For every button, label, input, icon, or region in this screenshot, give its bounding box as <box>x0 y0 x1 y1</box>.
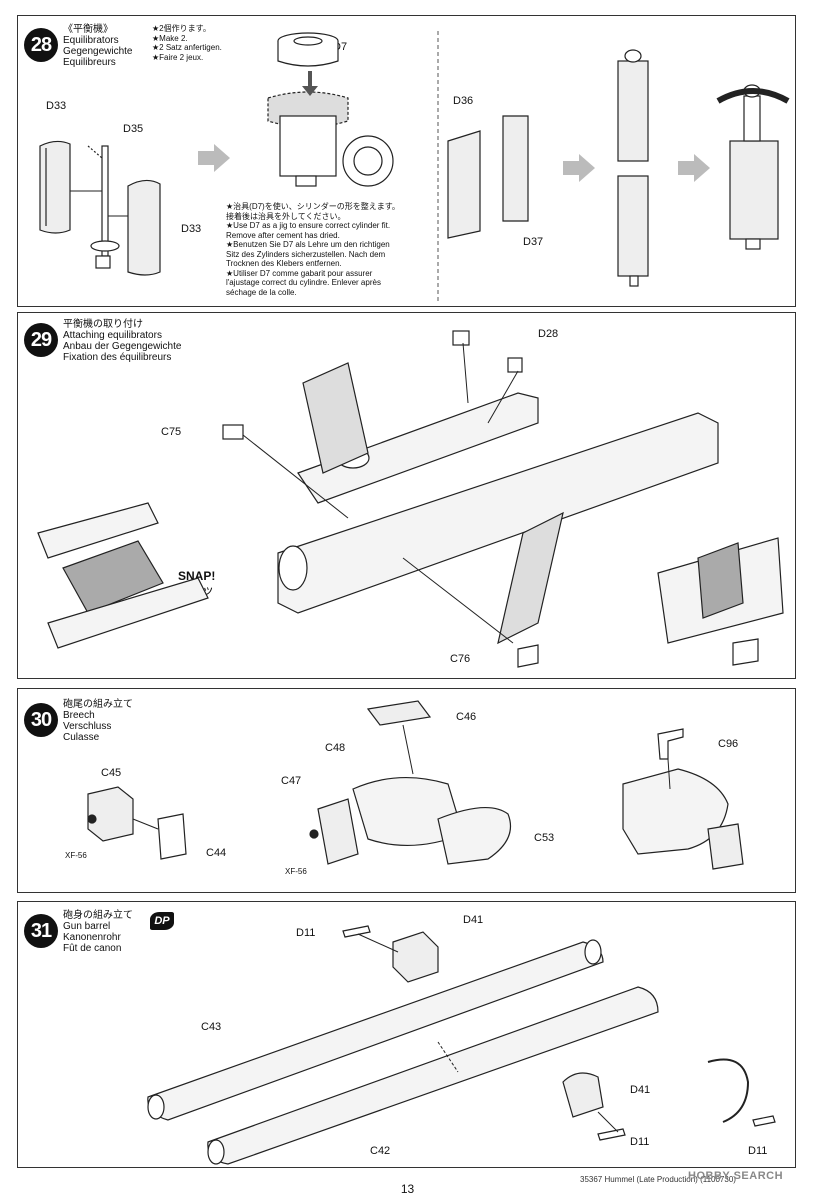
part-label-d11-a: D11 <box>296 927 316 939</box>
part-label-d36: D36 <box>453 95 474 107</box>
step-28-jig-note: ★治具(D7)を使い、シリンダーの形を整えます。 接着後は治具を外してください。… <box>226 202 400 297</box>
footer-product-code: 35367 Hummel (Late Production) (1100730) <box>580 1175 736 1184</box>
step-30-panel: 30 砲尾の組み立て Breech Verschluss Culasse C45… <box>17 688 796 893</box>
step-31-badge: 31 <box>24 914 58 948</box>
step-29-drawing <box>37 330 784 668</box>
step-31-titles: 砲身の組み立て Gun barrel Kanonenrohr Fût de ca… <box>63 910 133 954</box>
part-label-c46: C46 <box>456 711 477 723</box>
step-28-drawing <box>39 31 790 301</box>
step-28-titles: 《平衡機》 Equilibrators Gegengewichte Equili… <box>63 24 133 68</box>
part-label-c75: C75 <box>161 426 182 438</box>
paint-label-xf56-a: XF-56 <box>65 851 87 860</box>
watermark: HOBBY SEARCH <box>688 1170 784 1182</box>
part-label-d33-b: D33 <box>181 223 202 235</box>
part-label-c43: C43 <box>201 1021 222 1033</box>
step-30-badge: 30 <box>24 703 58 737</box>
dp-badge: DP <box>150 912 174 930</box>
part-label-c45: C45 <box>101 767 122 779</box>
part-label-c76: C76 <box>450 653 471 665</box>
step-29-titles: 平衡機の取り付け Attaching equilibrators Anbau d… <box>63 319 182 363</box>
page-number: 13 <box>400 1182 415 1196</box>
part-label-c47: C47 <box>281 775 302 787</box>
step-31-drawing <box>147 925 776 1165</box>
part-label-c48: C48 <box>325 742 346 754</box>
part-label-d11-c: D11 <box>748 1145 768 1157</box>
part-label-d41-a: D41 <box>463 914 484 926</box>
part-label-c44: C44 <box>206 847 227 859</box>
part-label-c42: C42 <box>370 1145 391 1157</box>
step-31-panel: 31 砲身の組み立て Gun barrel Kanonenrohr Fût de… <box>17 901 796 1168</box>
part-label-d41-b: D41 <box>630 1084 651 1096</box>
part-label-d11-b: D11 <box>630 1136 650 1148</box>
step-28-panel: 28 《平衡機》 Equilibrators Gegengewichte Equ… <box>17 15 796 307</box>
part-label-c53: C53 <box>534 832 555 844</box>
step-28-repeat-note: ★2個作ります。 ★Make 2. ★2 Satz anfertigen. ★F… <box>152 24 222 62</box>
step-29-panel: 29 平衡機の取り付け Attaching equilibrators Anba… <box>17 312 796 679</box>
step-30-titles: 砲尾の組み立て Breech Verschluss Culasse <box>63 699 133 743</box>
part-label-d35: D35 <box>123 123 144 135</box>
step-28-title-de: Gegengewichte <box>63 46 133 57</box>
step-29-badge: 29 <box>24 323 58 357</box>
part-label-d28: D28 <box>538 328 559 340</box>
step-30-drawing <box>87 700 744 870</box>
step-28-title-jp: 《平衡機》 <box>63 24 113 35</box>
paint-label-xf56-b: XF-56 <box>285 867 307 876</box>
step-28-title-fr: Equilibreurs <box>63 57 116 68</box>
step-28-title-en: Equilibrators <box>63 35 119 46</box>
step-28-badge: 28 <box>24 28 58 62</box>
part-label-c96: C96 <box>718 738 739 750</box>
part-label-d33-a: D33 <box>46 100 67 112</box>
part-label-d37: D37 <box>523 236 544 248</box>
